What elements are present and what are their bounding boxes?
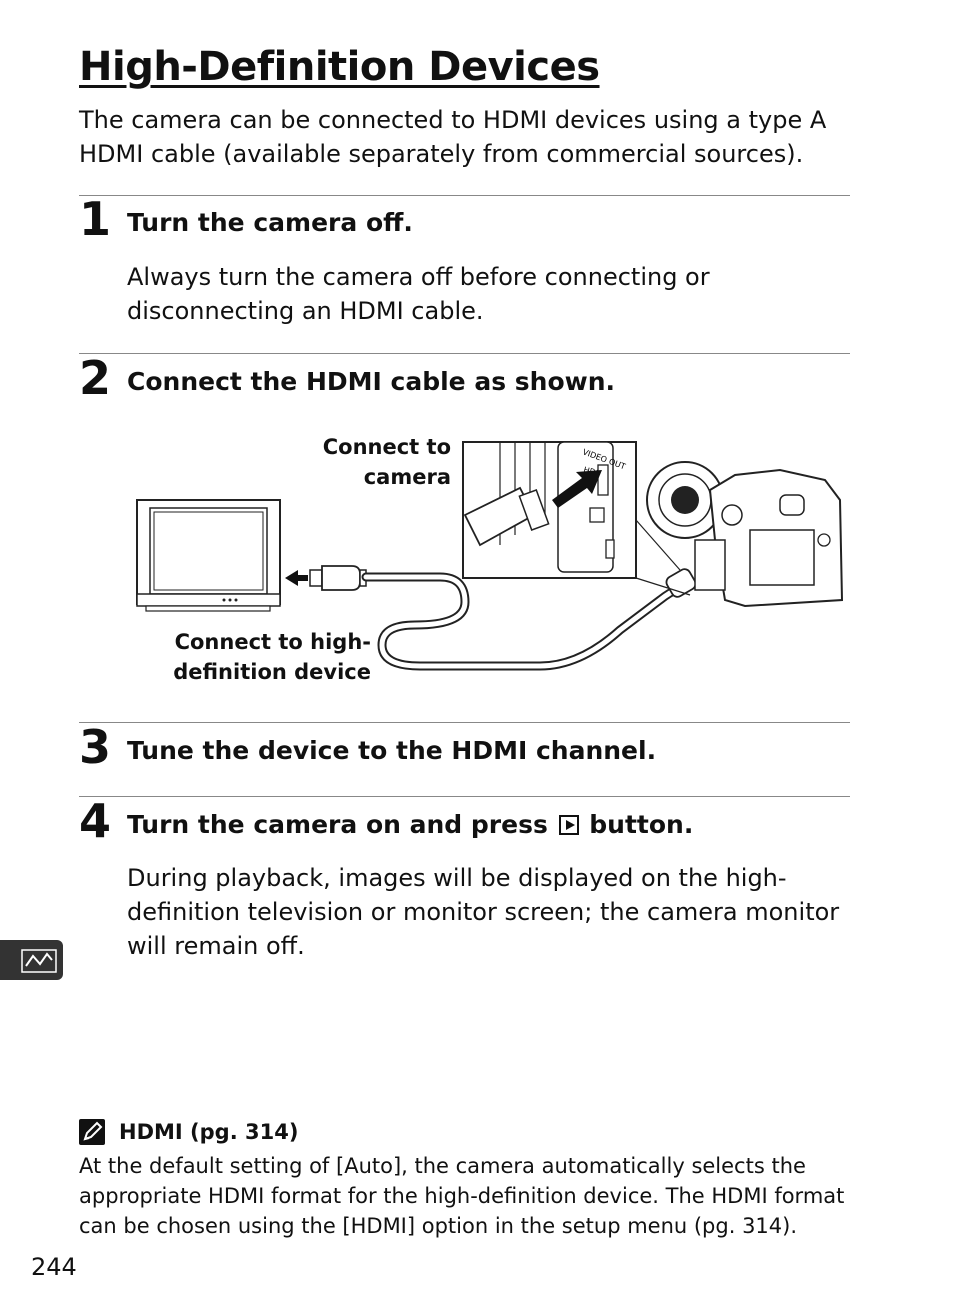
label-connect-to-device: Connect to high- <box>175 630 371 654</box>
step-title-2: Connect the HDMI cable as shown. <box>127 367 616 396</box>
step-title-4-part1: Turn the camera on and press <box>127 810 548 839</box>
step-number-4: 4 <box>79 794 112 848</box>
page-number: 244 <box>31 1253 77 1281</box>
port-closeup-inset: VIDEO OUT HDMI <box>462 441 637 579</box>
label-connect-to-camera: Connect to <box>323 435 451 459</box>
divider <box>79 722 850 723</box>
step-number-3: 3 <box>79 720 112 774</box>
note-title: HDMI (pg. 314) <box>119 1120 299 1144</box>
step-body-1: Always turn the camera off before connec… <box>127 263 710 325</box>
step-number-1: 1 <box>79 192 112 246</box>
step-title-4: Turn the camera on and press button. <box>127 809 693 841</box>
divider <box>79 195 850 196</box>
step-title-3: Tune the device to the HDMI channel. <box>127 736 657 765</box>
step-title-1: Turn the camera off. <box>127 208 413 237</box>
connection-icon <box>21 949 57 973</box>
playback-button-icon <box>558 815 579 835</box>
step-title-4-part2: button. <box>589 810 694 839</box>
divider <box>79 796 850 797</box>
label-connect-to-camera-line2: camera <box>364 465 451 489</box>
section-tab <box>0 940 63 980</box>
note-body: At the default setting of [Auto], the ca… <box>79 1154 845 1238</box>
pencil-note-icon <box>79 1119 105 1145</box>
camera-body-icon <box>646 461 844 608</box>
intro-text: The camera can be connected to HDMI devi… <box>79 106 827 168</box>
divider <box>79 353 850 354</box>
step-number-2: 2 <box>79 351 112 405</box>
hdmi-connection-diagram: VIDEO OUT HDMI Connect to c <box>120 420 860 700</box>
step-body-4: During playback, images will be displaye… <box>127 864 840 960</box>
page-title: High-Definition Devices <box>79 44 600 90</box>
label-connect-to-device-line2: definition device <box>173 660 371 684</box>
tv-monitor-icon <box>136 499 281 612</box>
